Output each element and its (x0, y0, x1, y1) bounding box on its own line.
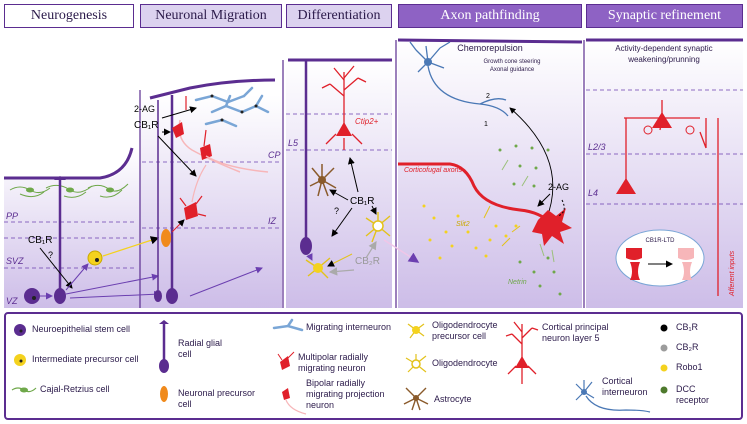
cajal-retzius-cell (26, 187, 34, 193)
corticofugal-label: Corticofugal axons (404, 167, 462, 174)
legend-astrocyte: Astrocyte (434, 394, 472, 404)
label-pp: PP (6, 211, 18, 221)
cajal-retzius-cell (106, 187, 114, 193)
legend-bipolar-2: migrating projection (306, 389, 385, 399)
layer4-neuron (616, 178, 636, 194)
label-l23: L2/3 (588, 142, 606, 152)
legend-dcc-2: receptor (676, 395, 710, 405)
intermediate-precursor-cell (87, 250, 103, 266)
legend-radial-glial-1: Radial glial (178, 338, 223, 348)
label-2ag: 2-AG (134, 104, 155, 114)
label-1: 1 (484, 121, 488, 128)
legend-bipolar-1: Bipolar radially (306, 378, 366, 388)
legend-cortical-interneuron-1: Cortical (602, 376, 633, 386)
legend-cortical-principal-2: neuron layer 5 (542, 333, 600, 343)
label-question: ? (48, 250, 53, 260)
label-vz: VZ (6, 296, 18, 306)
header-synaptic-refinement: Synaptic refinement (586, 4, 743, 28)
legend-robo1: Robo1 (676, 362, 703, 372)
legend-neuronal-precursor-1: Neuronal precursor (178, 388, 256, 398)
bipolar-migrating-neuron (200, 144, 212, 160)
astrocyte (309, 164, 337, 197)
legend-opc-2: precursor cell (432, 331, 487, 341)
legend-neuronal-precursor-2: cell (178, 399, 192, 409)
cortical-interneuron (409, 41, 509, 117)
growth-cone-steering: Growth cone steering (483, 59, 540, 65)
legend-cb2r: CB₂R (676, 342, 699, 352)
legend-oligodendrocyte: Oligodendrocyte (432, 358, 498, 368)
header-neurogenesis: Neurogenesis (4, 4, 134, 28)
label-question: ? (334, 206, 339, 216)
panel-axon: Chemorepulsion Growth cone steering Axon… (398, 41, 572, 296)
panel-differentiation: L5 Ctip2+ CB₁R ? CB₂R (286, 60, 420, 279)
corticofugal-axon (398, 162, 554, 226)
diagram-canvas: PP SVZ VZ CB₁R ? (4, 38, 743, 308)
afferent-inputs-label: Afferent inputs (729, 250, 736, 297)
neuronal-precursor-cell (161, 229, 171, 247)
panel-migration: CP IZ 2-AG CB₁R (134, 86, 282, 304)
migrating-interneurons (194, 86, 270, 128)
cortical-principal-neuron (321, 65, 367, 150)
netrin-label: Netrin (508, 279, 527, 286)
label-cb1r: CB₁R (28, 235, 53, 246)
legend-multipolar-1: Multipolar radially (298, 352, 369, 362)
bipolar-migrating-neuron (172, 122, 184, 138)
label-l4: L4 (588, 188, 598, 198)
synaptic-title-2: weakening/prunning (627, 55, 700, 64)
radial-glial-endfoot (54, 176, 66, 180)
label-ctip2: Ctip2+ (355, 117, 379, 126)
legend-cajal-retzius: Cajal-Retzius cell (40, 384, 110, 394)
synaptic-title-1: Activity-dependent synaptic (615, 44, 712, 53)
legend-opc-1: Oligodendrocyte (432, 320, 498, 330)
axonal-guidance: Axonal guidance (490, 67, 535, 73)
chemorepulsion-title: Chemorepulsion (457, 43, 523, 53)
growth-cone (532, 208, 572, 246)
legend-bipolar-3: neuron (306, 400, 335, 410)
neuroepithelial-stem-cell (24, 288, 40, 304)
netrin-gradient (498, 144, 562, 296)
label-svz: SVZ (6, 256, 24, 266)
header-axon-pathfinding: Axon pathfinding (398, 4, 582, 28)
oligodendrocyte (365, 212, 391, 243)
cajal-retzius-cell (66, 187, 74, 193)
panel-neurogenesis: PP SVZ VZ CB₁R ? (4, 176, 161, 306)
label-2: 2 (486, 93, 490, 100)
label-l5: L5 (288, 138, 299, 148)
legend-dcc-1: DCC (676, 384, 696, 394)
oligodendrocyte-precursor-cell (305, 257, 331, 279)
legend-migrating-interneuron: Migrating interneuron (306, 322, 392, 332)
header-neuronal-migration: Neuronal Migration (140, 4, 282, 28)
legend-stem-cell: Neuroepithelial stem cell (32, 324, 131, 334)
legend-radial-glial-2: cell (178, 349, 192, 359)
legend-cortical-principal-1: Cortical principal (542, 322, 609, 332)
panel-separators (139, 40, 585, 308)
multipolar-migrating-neuron (184, 202, 198, 220)
label-cb2r: CB₂R (355, 256, 380, 267)
label-iz: IZ (268, 216, 277, 226)
header-differentiation: Differentiation (286, 4, 392, 28)
legend-icons (11, 318, 668, 415)
legend-multipolar-2: migrating neuron (298, 363, 366, 373)
legend-box: Neuroepithelial stem cell Intermediate p… (4, 312, 743, 420)
panel-synaptic: Activity-dependent synaptic weakening/pr… (586, 44, 743, 297)
label-cb1r: CB₁R (134, 120, 159, 131)
ltd-label: CB1R-LTD (646, 238, 676, 244)
legend-cb1r: CB₁R (676, 322, 699, 332)
slit2-label: Slit2 (456, 221, 470, 228)
legend-cortical-interneuron-2: interneuron (602, 387, 648, 397)
label-cp: CP (268, 150, 281, 160)
slit2-gradient (422, 204, 518, 260)
radial-glial-soma (54, 288, 66, 304)
label-2ag: 2-AG (548, 182, 569, 192)
legend-intermediate-precursor: Intermediate precursor cell (32, 354, 139, 364)
label-cb1r: CB₁R (350, 196, 375, 207)
layer23-pyramidal-neuron (652, 112, 672, 128)
